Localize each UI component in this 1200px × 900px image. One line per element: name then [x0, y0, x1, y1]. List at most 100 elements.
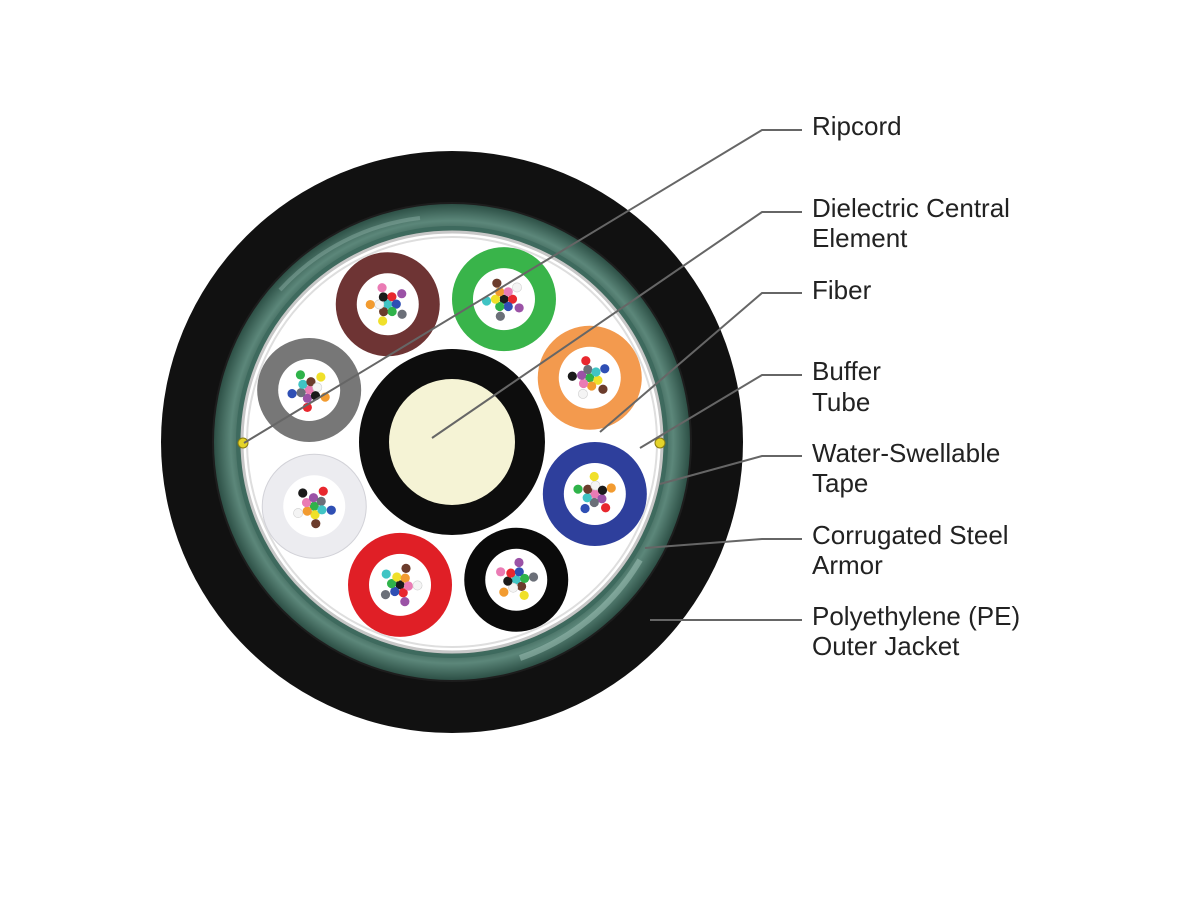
fiber [578, 388, 588, 399]
fiber [573, 484, 583, 494]
fiber [378, 292, 388, 302]
fiber [589, 471, 599, 482]
fiber [380, 590, 391, 600]
fiber [310, 510, 320, 520]
fiber [381, 569, 391, 579]
fiber [306, 377, 316, 387]
fiber [593, 375, 603, 385]
buffer-tube [542, 441, 647, 546]
fiber [298, 379, 308, 389]
fiber [308, 493, 319, 503]
fiber [293, 508, 304, 518]
fiber [387, 306, 397, 317]
fiber [304, 385, 314, 395]
fiber-leader [599, 292, 802, 433]
fiber [386, 579, 397, 589]
buffer-tube [348, 532, 453, 637]
fiber [503, 287, 513, 297]
fiber [583, 484, 593, 494]
fiber [495, 311, 505, 321]
fiber [587, 381, 597, 391]
fiber [511, 575, 521, 585]
fiber [397, 289, 407, 299]
label-dielectric-central-element: Dielectric Central Element [812, 193, 1017, 253]
fiber [298, 488, 308, 498]
fiber [379, 307, 389, 317]
fiber [508, 582, 519, 593]
fiber [583, 364, 593, 375]
fiber [520, 573, 530, 584]
fiber [578, 378, 589, 389]
fiber [395, 580, 405, 590]
fiber [400, 597, 410, 607]
fiber [302, 506, 312, 516]
fiber [383, 299, 393, 309]
fiber [519, 590, 529, 600]
fiber [499, 587, 509, 597]
fiber [326, 505, 336, 515]
fiber [312, 382, 323, 393]
fiber [496, 567, 506, 577]
fiber [317, 505, 327, 515]
fiber [528, 572, 539, 582]
fiber [600, 364, 610, 374]
fiber [580, 503, 590, 514]
buffer-tube [257, 338, 362, 443]
label-buffer-tube: Buffer Tube [812, 356, 888, 417]
fiber [412, 580, 423, 591]
fiber [400, 573, 410, 583]
buffer-tube-leader [639, 374, 802, 449]
fiber [492, 278, 502, 288]
buffer-tube [464, 527, 569, 632]
label-water-swellable-tape: Water-Swellable Tape [812, 438, 1008, 498]
fiber [318, 486, 328, 496]
central-element-leader [431, 211, 802, 439]
fiber [591, 367, 601, 377]
buffer-tube [261, 453, 367, 559]
fiber [378, 316, 388, 326]
fiber [392, 572, 402, 582]
fiber [316, 496, 326, 506]
fiber [512, 282, 522, 293]
armor-leader [644, 538, 802, 549]
fiber [391, 299, 401, 309]
buffer-tubes [257, 247, 647, 637]
fiber [507, 294, 518, 304]
fiber [499, 294, 509, 304]
fiber [582, 493, 592, 503]
fiber [577, 370, 587, 380]
fiber [589, 497, 599, 508]
fiber [514, 567, 524, 577]
buffer-tube [537, 325, 642, 430]
fiber [597, 485, 608, 495]
armor-highlight-top [278, 216, 421, 292]
ripcord-left [237, 437, 249, 449]
labels: Ripcord Dielectric Central Element Fiber… [812, 111, 1020, 661]
fiber [601, 503, 611, 513]
fiber [516, 581, 527, 591]
fiber [287, 389, 297, 399]
fiber [377, 283, 387, 293]
fiber [390, 586, 400, 597]
fiber [503, 301, 513, 312]
fiber [581, 356, 591, 366]
buffer-tube [335, 252, 440, 357]
leader-lines [243, 129, 802, 621]
fiber [495, 301, 505, 312]
fiber [590, 489, 600, 499]
cable-cross-section [161, 151, 743, 733]
fiber [490, 294, 501, 304]
fiber [606, 483, 616, 493]
dielectric-central-element [389, 379, 515, 505]
fiber [597, 494, 607, 504]
buffer-tube [451, 247, 556, 352]
water-swellable-tape-leader [659, 455, 802, 485]
label-fiber: Fiber [812, 275, 872, 305]
fiber [397, 309, 407, 319]
label-ripcord: Ripcord [812, 111, 902, 141]
fiber [598, 384, 608, 394]
armor-highlight [519, 558, 643, 661]
fiber [365, 299, 375, 310]
fiber [316, 372, 326, 382]
